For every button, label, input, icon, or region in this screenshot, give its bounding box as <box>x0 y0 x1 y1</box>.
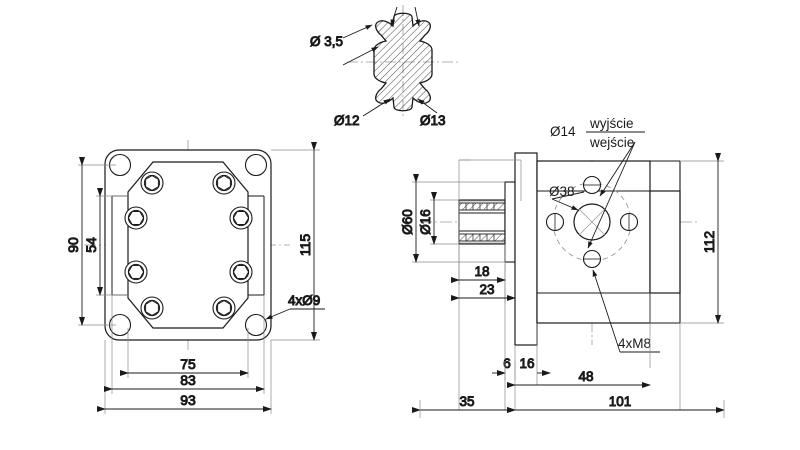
spline-profile <box>373 12 433 112</box>
front-corner-holes <box>108 153 268 337</box>
dim-d16: Ø16 <box>418 192 437 245</box>
port-out-label: wyjście <box>589 116 634 131</box>
dim-54: 54 <box>83 188 103 296</box>
spline-outer-dia-label: Ø13 <box>420 113 446 128</box>
dim-16: 16 <box>514 356 551 380</box>
spline-leaders <box>342 6 438 117</box>
dim-112-label: 112 <box>701 231 717 254</box>
dim-d16-label: Ø16 <box>418 209 433 235</box>
corner-hole-note: 4xØ9 <box>265 293 325 320</box>
dim-115: 115 <box>297 142 317 341</box>
dim-18-label: 18 <box>474 264 489 279</box>
side-view-group: Ø38 Ø14 wyjście wejście 4xM8 <box>400 116 725 418</box>
dim-90: 90 <box>65 157 85 326</box>
port-in-label: wejście <box>589 135 634 150</box>
bolt-circle-note: Ø38 <box>549 184 585 211</box>
dim-16-label: 16 <box>519 356 534 371</box>
dim-93: 93 <box>97 392 272 412</box>
dim-101-label: 101 <box>609 394 632 409</box>
dim-48-label: 48 <box>578 369 593 384</box>
dim-112: 112 <box>701 153 721 324</box>
m8-holes <box>545 175 639 269</box>
dim-23-label: 23 <box>479 282 494 297</box>
front-bolt-heads <box>124 171 253 320</box>
port-dia-label: Ø14 <box>550 124 576 139</box>
dim-6: 6 <box>492 356 511 380</box>
port-note: Ø14 wyjście wejście <box>550 116 645 249</box>
bolt-circle-group <box>545 175 639 269</box>
dim-54-label: 54 <box>83 237 99 253</box>
dim-35-label: 35 <box>459 394 474 409</box>
dim-75: 75 <box>120 356 249 376</box>
spline-detail-group: Ø 3,5 Ø12 Ø13 <box>310 5 459 129</box>
dim-83-label: 83 <box>180 372 196 388</box>
m8-note: 4xM8 <box>592 269 660 353</box>
dim-83: 83 <box>104 372 265 392</box>
bolt-circle-label: Ø38 <box>549 184 575 199</box>
front-view-group: 4xØ9 90 54 115 <box>65 140 325 414</box>
spline-root-dia-label: Ø12 <box>334 113 360 128</box>
dim-d60: Ø60 <box>400 174 419 263</box>
spline-tip-dia-label: Ø 3,5 <box>310 34 343 49</box>
m8-note-label: 4xM8 <box>618 336 651 351</box>
dim-23: 23 <box>451 282 516 301</box>
dim-101: 101 <box>507 394 725 413</box>
dim-6-label: 6 <box>503 356 511 371</box>
dim-d60-label: Ø60 <box>400 209 415 235</box>
shaft-splined <box>458 199 506 245</box>
dim-75-label: 75 <box>180 356 196 372</box>
dim-35: 35 <box>412 394 516 413</box>
dim-90-label: 90 <box>65 237 81 253</box>
corner-hole-note-label: 4xØ9 <box>288 293 320 308</box>
dim-93-label: 93 <box>180 392 196 408</box>
dim-115-label: 115 <box>297 234 313 257</box>
front-body-octagon <box>127 161 249 329</box>
dim-48: 48 <box>507 369 651 388</box>
dim-18: 18 <box>451 264 506 283</box>
